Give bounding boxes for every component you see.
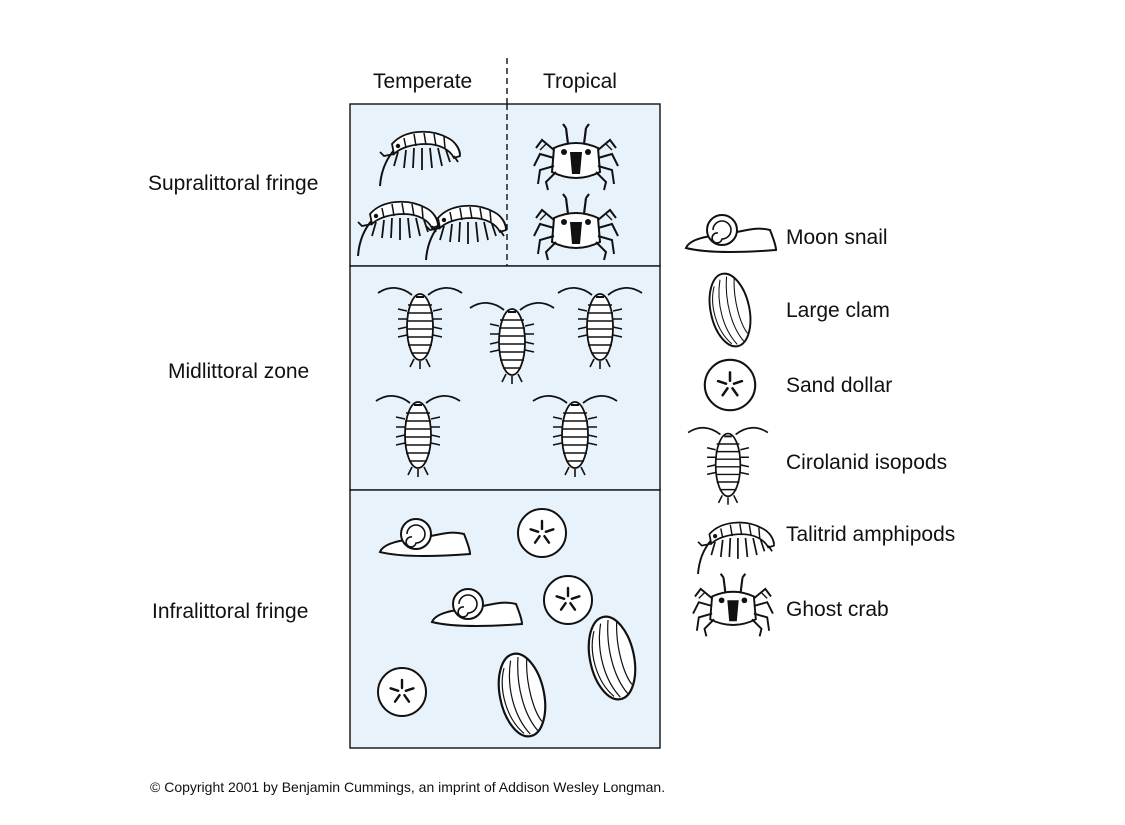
legend-moon-snail-icon [685,214,777,253]
column-header-temperate: Temperate [373,70,473,93]
legend-label-moon-snail: Moon snail [786,226,888,249]
sand-dollar-icon [516,507,568,559]
copyright-notice: © Copyright 2001 by Benjamin Cummings, a… [150,779,666,795]
column-header-tropical: Tropical [543,70,617,93]
legend-label-sand-dollar: Sand dollar [786,374,893,397]
supralittoral-box [349,103,661,267]
legend-label-ghost-crab: Ghost crab [786,598,889,621]
legend-large-clam-icon [702,268,758,352]
zone-label-midlittoral: Midlittoral zone [168,360,310,383]
sand-dollar-icon [542,574,594,626]
legend-sand-dollar-icon [703,358,757,412]
legend-label-cirolanid-isopods: Cirolanid isopods [786,451,948,474]
legend-label-large-clam: Large clam [786,299,890,322]
sand-dollar-icon [376,666,428,718]
legend-label-talitrid-amphipods: Talitrid amphipods [786,523,956,546]
legend-isopod-icon [687,426,769,506]
zone-label-infralittoral: Infralittoral fringe [152,600,309,623]
legend-amphipod-icon [697,521,775,576]
legend-ghost-crab-icon [692,572,774,638]
midlittoral-box [349,265,661,491]
zone-label-supralittoral: Supralittoral fringe [148,172,319,195]
